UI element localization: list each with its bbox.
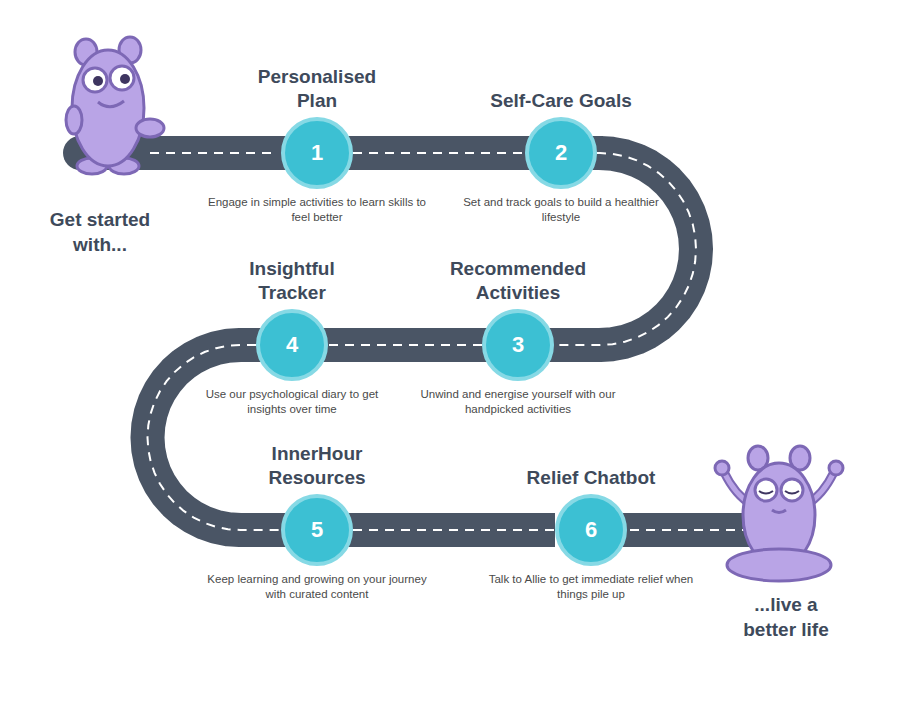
road-label: Get started with... xyxy=(35,207,165,257)
road-surface xyxy=(353,136,525,170)
step-number: 3 xyxy=(512,332,524,358)
start-monster xyxy=(66,37,164,174)
step-number: 6 xyxy=(585,517,597,543)
step-circle: Relief Chatbot6Talk to Allie to get imme… xyxy=(555,494,627,566)
step-description: Talk to Allie to get immediate relief wh… xyxy=(486,572,696,602)
road-dash xyxy=(150,152,280,154)
road-segment xyxy=(148,345,282,530)
step-circle: Insightful Tracker4Use our psychological… xyxy=(256,309,328,381)
step-heading: InnerHour Resources xyxy=(247,442,387,490)
step-number: 5 xyxy=(311,517,323,543)
road-segment xyxy=(353,530,555,531)
meditating-monster xyxy=(715,446,843,581)
step-circle: Personalised Plan1Engage in simple activ… xyxy=(281,117,353,189)
step-heading: Relief Chatbot xyxy=(491,466,691,490)
road-surface xyxy=(148,345,282,530)
road-label: ...live a better life xyxy=(726,592,846,642)
road-dash xyxy=(148,345,282,530)
step-circle: InnerHour Resources5Keep learning and gr… xyxy=(281,494,353,566)
step-number: 2 xyxy=(555,140,567,166)
step-heading: Insightful Tracker xyxy=(232,257,352,305)
step-circle: Self-Care Goals2Set and track goals to b… xyxy=(525,117,597,189)
step-description: Engage in simple activities to learn ski… xyxy=(207,195,427,225)
step-number: 4 xyxy=(286,332,298,358)
step-heading: Self-Care Goals xyxy=(461,89,661,113)
road-segment xyxy=(328,345,482,346)
road-surface xyxy=(328,328,482,362)
road-dash xyxy=(328,344,482,346)
road-dash xyxy=(630,529,745,531)
road-pieces xyxy=(80,136,772,547)
road-dash xyxy=(353,529,555,531)
step-heading: Recommended Activities xyxy=(438,257,598,305)
road-dash xyxy=(353,152,525,154)
road-segment xyxy=(353,153,525,154)
step-description: Set and track goals to build a healthier… xyxy=(461,195,661,225)
step-heading: Personalised Plan xyxy=(247,65,387,113)
step-description: Use our psychological diary to get insig… xyxy=(187,387,397,417)
road-surface xyxy=(353,513,555,547)
step-description: Keep learning and growing on your journe… xyxy=(207,572,427,602)
step-number: 1 xyxy=(311,140,323,166)
step-description: Unwind and energise yourself with our ha… xyxy=(408,387,628,417)
step-circle: Recommended Activities3Unwind and energi… xyxy=(482,309,554,381)
